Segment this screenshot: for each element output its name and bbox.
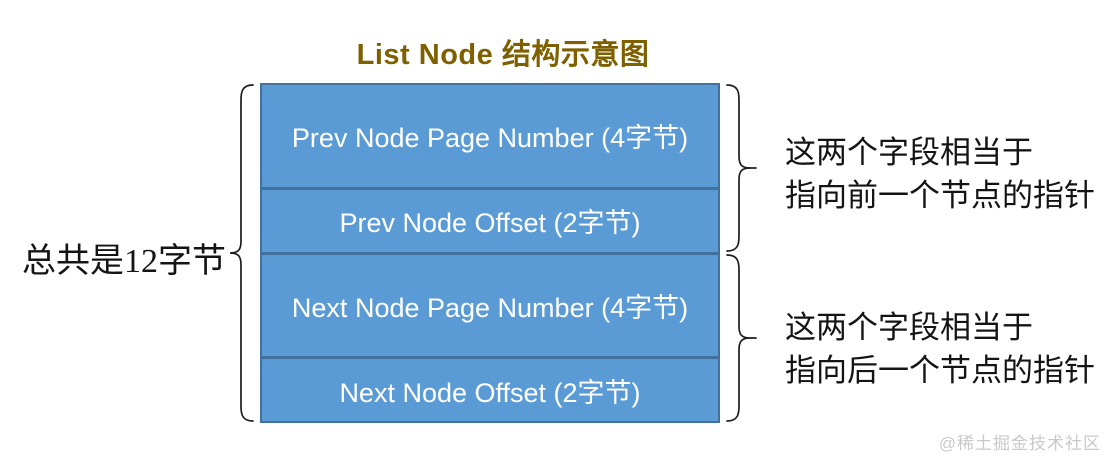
- diagram-title: List Node 结构示意图: [356, 39, 650, 71]
- annotation-line: 这两个字段相当于: [785, 135, 1033, 170]
- brace-right-top-icon: [724, 83, 758, 253]
- list-node-box: Prev Node Page Number (4字节) Prev Node Of…: [260, 83, 720, 423]
- next-pointer-annotation: 这两个字段相当于 指向后一个节点的指针: [785, 306, 1095, 392]
- node-field-label: Prev Node Page Number (4字节): [291, 123, 689, 154]
- node-field-label: Prev Node Offset (2字节): [339, 208, 641, 239]
- watermark: @稀土掘金技术社区: [938, 434, 1101, 453]
- total-bytes-label: 总共是12字节: [22, 243, 226, 280]
- brace-left-icon: [228, 83, 256, 423]
- annotation-line: 指向后一个节点的指针: [785, 353, 1095, 388]
- node-field-prev-offset: Prev Node Offset (2字节): [262, 189, 718, 252]
- node-field-label: Next Node Page Number (4字节): [291, 292, 689, 323]
- annotation-line: 指向前一个节点的指针: [785, 178, 1095, 213]
- annotation-line: 这两个字段相当于: [785, 310, 1033, 345]
- node-field-next-offset: Next Node Offset (2字节): [262, 359, 718, 421]
- node-field-label: Next Node Offset (2字节): [339, 377, 641, 408]
- node-field-next-page-number: Next Node Page Number (4字节): [262, 254, 718, 357]
- brace-right-bottom-icon: [724, 253, 758, 423]
- prev-pointer-annotation: 这两个字段相当于 指向前一个节点的指针: [785, 131, 1095, 217]
- node-field-prev-page-number: Prev Node Page Number (4字节): [262, 85, 718, 187]
